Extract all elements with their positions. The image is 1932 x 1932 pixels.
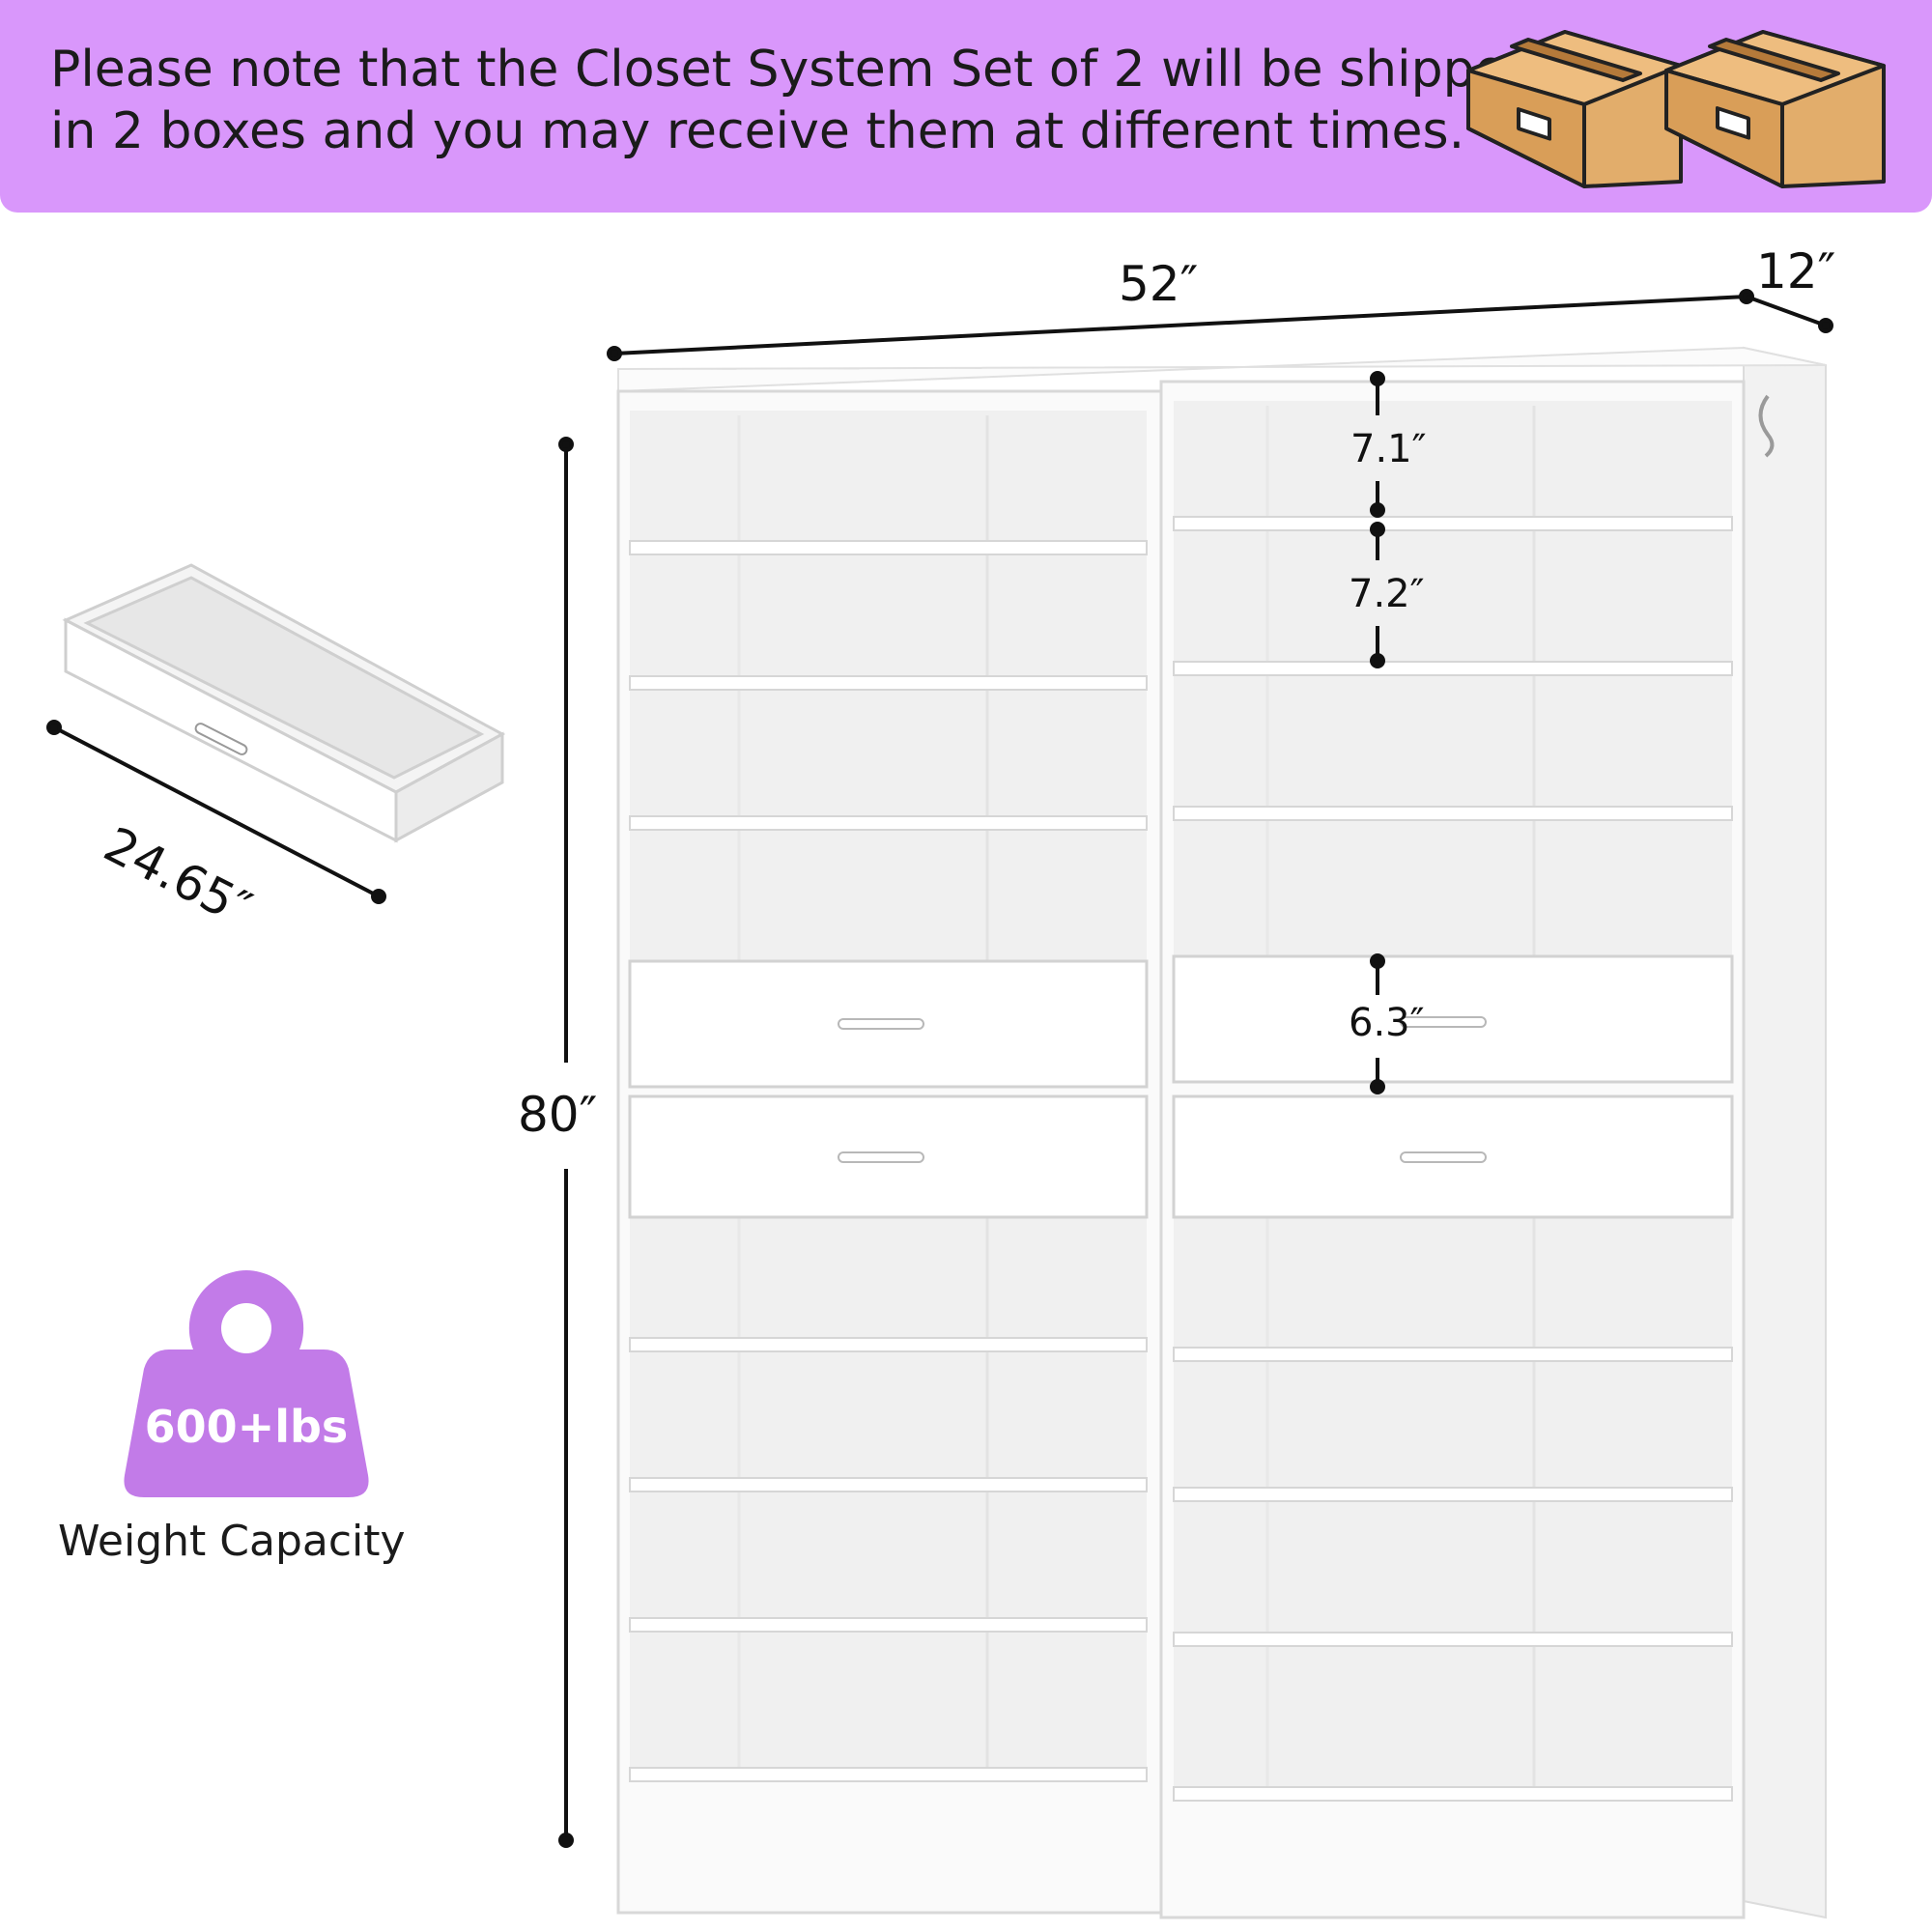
dimension-lines [46,289,1833,1848]
drawer-handle [1400,1016,1487,1028]
drawer-illustration [62,563,506,843]
hook-icon [1758,394,1775,458]
depth-label: 12″ [1756,243,1836,299]
shelf [629,1337,1148,1352]
width-label: 52″ [1119,256,1199,312]
drawer-handle [1400,1151,1487,1163]
shipping-box-icon [1466,30,1683,188]
shipping-box-icon [1664,30,1886,188]
shelf [629,1617,1148,1633]
notice-line-2: in 2 boxes and you may receive them at d… [50,102,1465,160]
height-label: 80″ [518,1087,598,1143]
closet-system [616,346,1827,1919]
shelf [629,675,1148,691]
drawer-handle [194,723,248,755]
weight-value: 600+lbs [144,1401,349,1453]
shelf-gap-label: 7.2″ [1349,572,1425,616]
drawer-handle [838,1018,924,1030]
shipping-boxes [1466,30,1886,188]
shelf [1173,1632,1733,1647]
shelf [629,1477,1148,1492]
shelf [1173,661,1733,676]
shelf [1173,1487,1733,1502]
shelf [629,815,1148,831]
weight-caption: Weight Capacity [58,1517,406,1566]
shelf [629,1767,1148,1782]
drawer-height-label: 6.3″ [1349,1001,1425,1045]
shelf [1173,1347,1733,1362]
top-shelf-gap-label: 7.1″ [1350,427,1427,471]
shelf [1173,806,1733,821]
drawer-handle [838,1151,924,1163]
shelf [1173,1786,1733,1802]
notice-text: Please note that the Closet System Set o… [50,39,1538,162]
notice-line-1: Please note that the Closet System Set o… [50,41,1538,99]
shelf [1173,516,1733,531]
weight-badge: 600+lbs [116,1265,377,1507]
shelf [629,540,1148,555]
weight-icon [124,1270,369,1497]
notice-banner: Please note that the Closet System Set o… [0,0,1932,213]
